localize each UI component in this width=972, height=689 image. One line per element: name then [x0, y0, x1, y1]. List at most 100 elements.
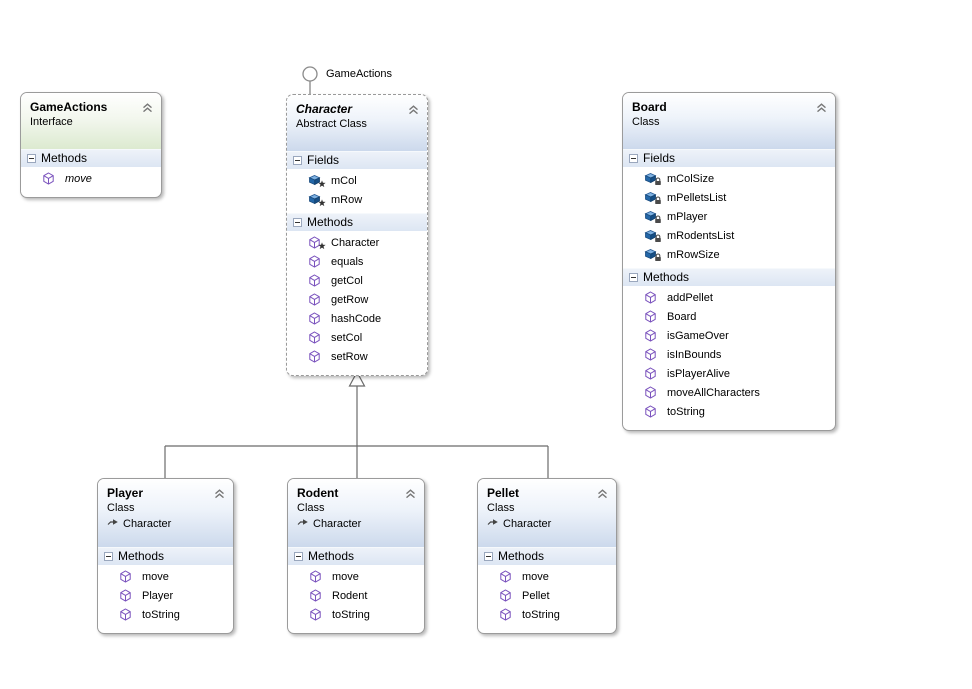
method-icon: [308, 236, 326, 250]
collapse-minus-icon[interactable]: [104, 550, 113, 564]
member-name: isInBounds: [667, 348, 722, 361]
member-row[interactable]: moveAllCharacters: [623, 383, 835, 402]
member-row[interactable]: mRowSize: [623, 245, 835, 264]
collapse-minus-icon[interactable]: [484, 550, 493, 564]
member-row[interactable]: hashCode: [287, 309, 427, 328]
member-row[interactable]: getRow: [287, 290, 427, 309]
member-row[interactable]: move: [98, 567, 233, 586]
base-type-row: Character: [297, 516, 415, 532]
class-title: Rodent: [297, 486, 339, 500]
member-row[interactable]: toString: [98, 605, 233, 624]
member-row[interactable]: Pellet: [478, 586, 616, 605]
member-name: move: [522, 570, 549, 583]
collapse-chevron-icon[interactable]: [405, 486, 416, 499]
member-row[interactable]: isInBounds: [623, 345, 835, 364]
member-name: moveAllCharacters: [667, 386, 760, 399]
lollipop-label: GameActions: [326, 68, 393, 80]
member-row[interactable]: mRodentsList: [623, 226, 835, 245]
collapse-chevron-icon[interactable]: [597, 486, 608, 499]
method-icon: [308, 331, 321, 344]
method-icon: [119, 570, 132, 583]
member-row[interactable]: getCol: [287, 271, 427, 290]
lollipop-interface-icon[interactable]: [302, 66, 318, 82]
collapse-chevron-icon[interactable]: [142, 100, 153, 113]
section-header-methods[interactable]: Methods: [288, 547, 424, 565]
member-name: Character: [331, 236, 380, 249]
member-row[interactable]: mPlayer: [623, 207, 835, 226]
section-label: Methods: [41, 151, 88, 165]
section-header-methods[interactable]: Methods: [623, 268, 835, 286]
collapse-chevron-icon[interactable]: [816, 100, 827, 113]
lock-overlay-icon: [654, 215, 662, 227]
method-icon: [309, 589, 322, 602]
member-name: addPellet: [667, 291, 713, 304]
method-icon: [644, 348, 657, 361]
member-row[interactable]: move: [288, 567, 424, 586]
member-row[interactable]: setCol: [287, 328, 427, 347]
member-row[interactable]: mPelletsList: [623, 188, 835, 207]
method-icon: [308, 350, 321, 363]
member-name: setRow: [331, 350, 368, 363]
method-icon: [42, 172, 55, 185]
section-header-methods[interactable]: Methods: [98, 547, 233, 565]
field-icon: [644, 229, 661, 242]
member-row[interactable]: move: [21, 169, 161, 188]
member-row[interactable]: setRow: [287, 347, 427, 366]
member-row[interactable]: Character: [287, 233, 427, 252]
member-row[interactable]: toString: [478, 605, 616, 624]
collapse-minus-icon[interactable]: [294, 550, 303, 564]
member-row[interactable]: Board: [623, 307, 835, 326]
collapse-minus-icon[interactable]: [629, 152, 638, 166]
collapse-chevron-icon[interactable]: [214, 486, 225, 499]
member-row[interactable]: toString: [623, 402, 835, 421]
member-row[interactable]: move: [478, 567, 616, 586]
collapse-minus-icon[interactable]: [293, 154, 302, 168]
method-icon: [308, 293, 321, 306]
member-row[interactable]: Player: [98, 586, 233, 605]
section-header-fields[interactable]: Fields: [623, 149, 835, 167]
field-icon: [644, 172, 661, 185]
member-row[interactable]: addPellet: [623, 288, 835, 307]
member-row[interactable]: isPlayerAlive: [623, 364, 835, 383]
collapse-minus-icon[interactable]: [293, 216, 302, 230]
inheritance-triangle: [348, 370, 366, 387]
member-name: mRodentsList: [667, 229, 735, 242]
member-row[interactable]: mColSize: [623, 169, 835, 188]
field-icon: [308, 193, 326, 207]
collapse-chevron-icon[interactable]: [408, 102, 419, 115]
member-row[interactable]: toString: [288, 605, 424, 624]
method-icon: [308, 312, 321, 325]
section-header-methods[interactable]: Methods: [287, 213, 427, 231]
base-type-name: Character: [313, 517, 362, 530]
section-header-fields[interactable]: Fields: [287, 151, 427, 169]
class-title: GameActions: [30, 100, 108, 114]
section-header-methods[interactable]: Methods: [478, 547, 616, 565]
member-row[interactable]: mCol: [287, 171, 427, 190]
collapse-minus-icon[interactable]: [629, 271, 638, 285]
member-row[interactable]: Rodent: [288, 586, 424, 605]
member-row[interactable]: isGameOver: [623, 326, 835, 345]
member-row[interactable]: equals: [287, 252, 427, 271]
member-row[interactable]: mRow: [287, 190, 427, 209]
class-kind: Class: [297, 502, 325, 514]
star-overlay-icon: [318, 241, 326, 253]
method-icon: [119, 608, 132, 621]
inherits-arrow-icon: [487, 516, 499, 532]
section-header-methods[interactable]: Methods: [21, 149, 161, 167]
collapse-minus-icon[interactable]: [27, 152, 36, 166]
base-type-name: Character: [503, 517, 552, 530]
